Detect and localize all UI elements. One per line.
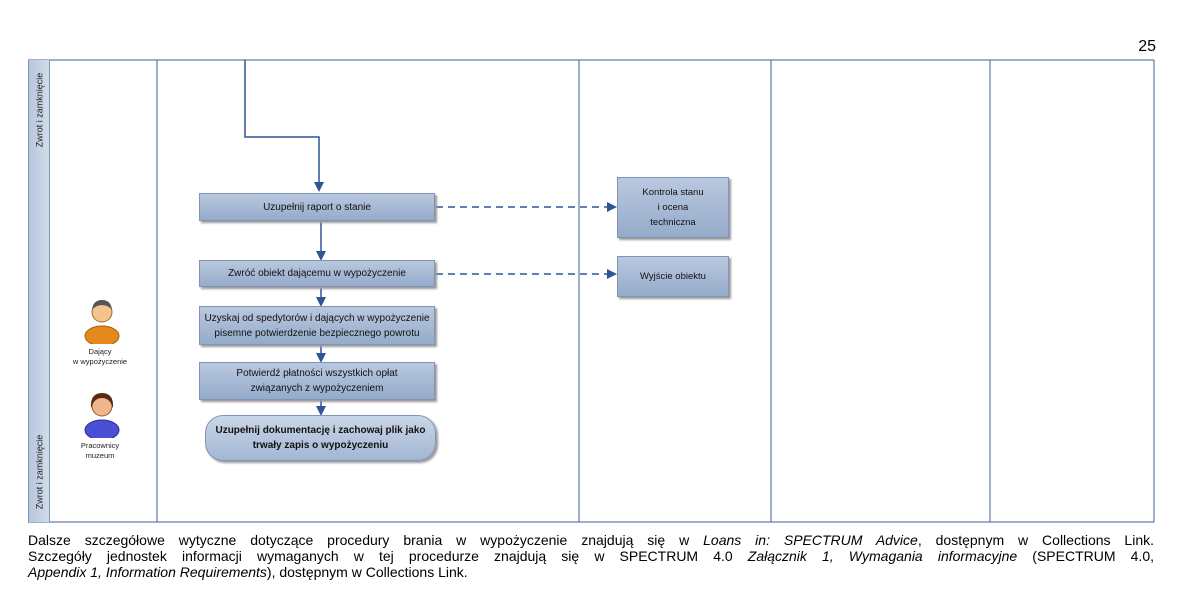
footer-line-3: Appendix 1, Information Requirements), d… <box>28 564 468 580</box>
step-confirm-safe-return: Uzyskaj od spedytorów i dających w wypoż… <box>199 306 435 345</box>
footer-line-1: Dalsze szczegółowe wytyczne dotyczące pr… <box>28 532 1154 548</box>
actor-lender-label-1: Dający <box>88 347 112 356</box>
swimlane-diagram: Zwrot i zamknięcie Zwrot i zamknięcie Da… <box>28 59 1155 523</box>
person-orange-icon <box>84 300 120 347</box>
swimlane-header-band: Zwrot i zamknięcie Zwrot i zamknięcie <box>28 60 50 522</box>
actor-lender-label-2: w wypożyczenie <box>72 357 128 366</box>
actor-staff-label-2: muzeum <box>85 451 115 460</box>
step-condition-report: Uzupełnij raport o stanie <box>199 193 435 221</box>
actor-staff-label-1: Pracownicy <box>80 441 120 450</box>
external-condition-check: Kontrola stanu i ocena techniczna <box>617 177 729 238</box>
lane-label-top: Zwrot i zamknięcie <box>34 72 44 148</box>
step-complete-documentation: Uzupełnij dokumentację i zachowaj plik j… <box>205 415 436 461</box>
page-number: 25 <box>1138 38 1156 55</box>
lane-label-bottom: Zwrot i zamknięcie <box>34 434 44 510</box>
diagram-lines <box>28 59 1155 523</box>
footer-notes: Dalsze szczegółowe wytyczne dotyczące pr… <box>28 532 1154 580</box>
person-blue-icon <box>84 393 120 441</box>
actor-lender: Dający w wypożyczenie <box>73 296 127 367</box>
incoming-connector <box>244 60 324 192</box>
footer-line-2: Szczegóły jednostek informacji wymaganyc… <box>28 548 1154 564</box>
actor-staff: Pracownicy muzeum <box>80 390 124 461</box>
external-object-exit: Wyjście obiektu <box>617 256 729 297</box>
step-confirm-payments: Potwierdź płatności wszystkich opłat zwi… <box>199 362 435 400</box>
step-return-object: Zwróć obiekt dającemu w wypożyczenie <box>199 260 435 287</box>
